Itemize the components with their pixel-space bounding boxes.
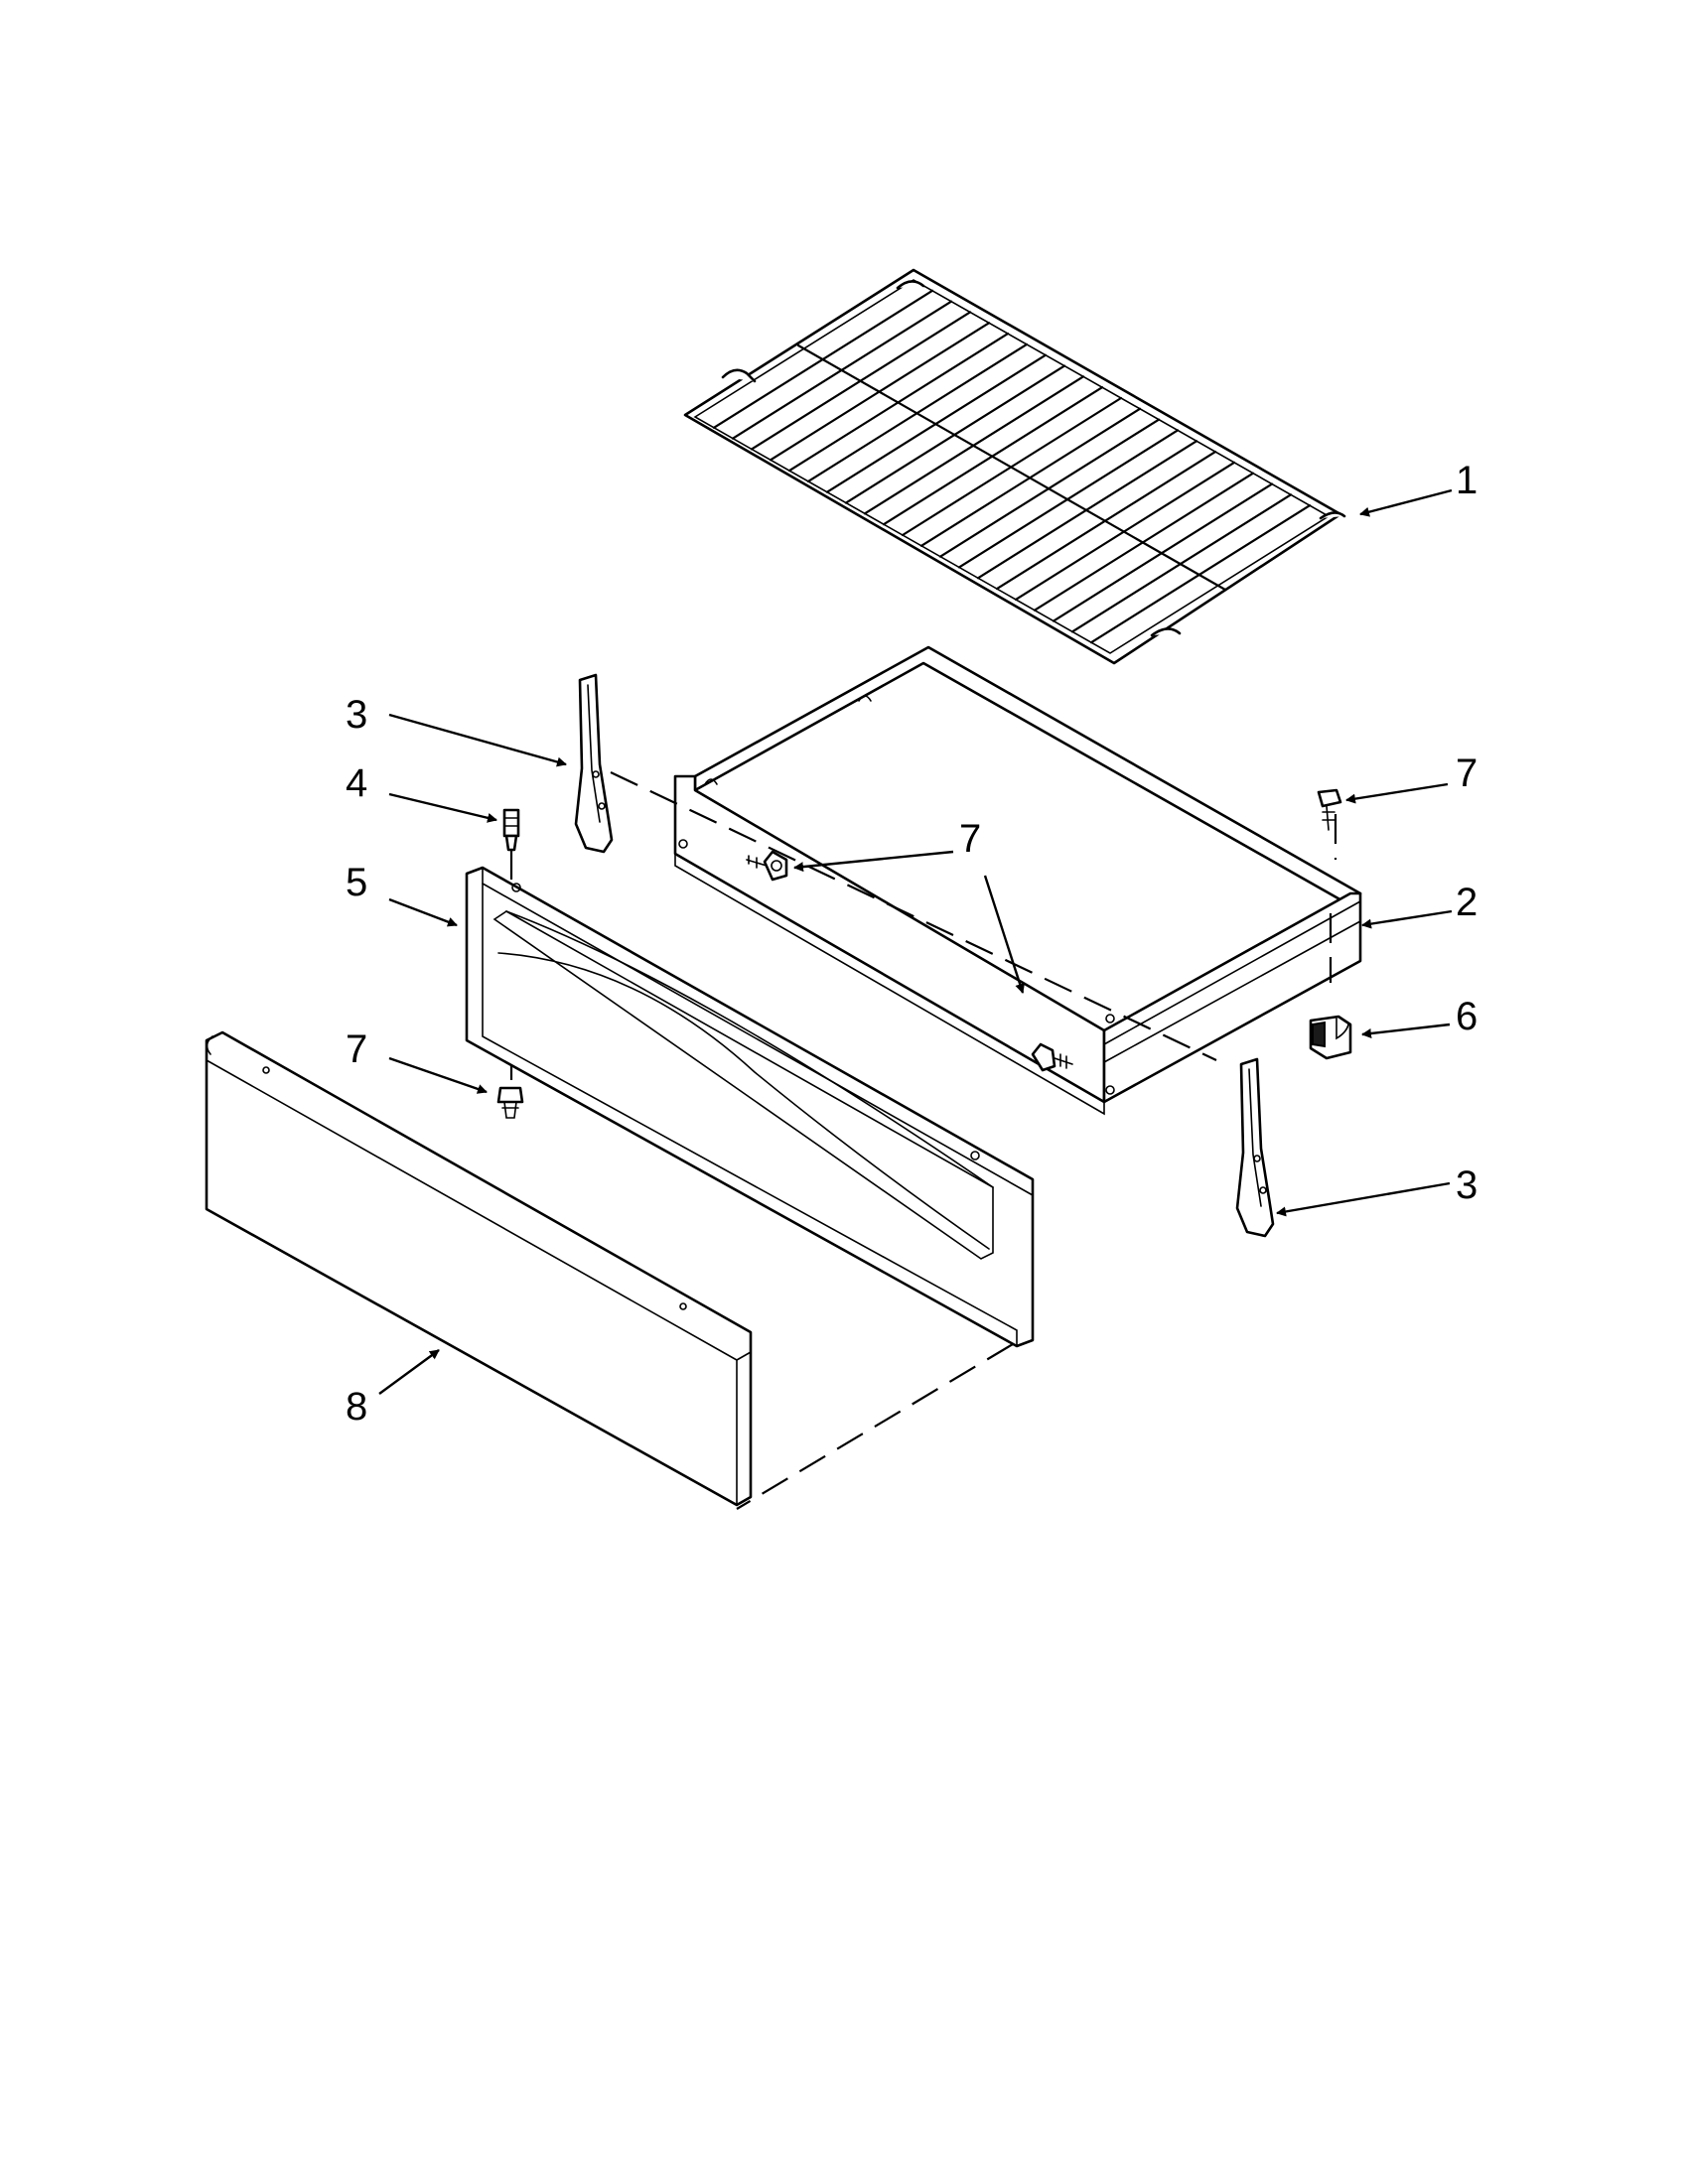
drawer-slide-left	[574, 673, 614, 854]
drawer-slide-right	[1235, 1057, 1275, 1238]
callout-2: 2	[1456, 881, 1477, 924]
drawer-tab-left	[704, 778, 718, 785]
callout-7-left: 7	[346, 1027, 367, 1071]
rack-stop-top	[896, 280, 925, 290]
rack-stop-bottom	[1150, 627, 1182, 637]
leader-lines	[378, 488, 1453, 1395]
pin	[502, 808, 520, 852]
screw-drawer-left	[746, 850, 788, 882]
rack-wire	[1033, 472, 1255, 612]
screw-top-right	[1317, 788, 1342, 831]
rack-wire	[1052, 482, 1274, 622]
rack-wire	[1014, 461, 1236, 602]
callout-3-left: 3	[346, 693, 367, 737]
callout-1: 1	[1456, 459, 1477, 502]
rack-wire	[1089, 504, 1312, 644]
callout-4: 4	[346, 761, 367, 805]
callout-3-right: 3	[1456, 1163, 1477, 1207]
outer-drawer-front	[205, 1030, 753, 1507]
rack-center-bar	[796, 343, 1227, 592]
callout-7-center: 7	[959, 817, 981, 861]
drawer-tab-rear	[858, 695, 872, 702]
screw-drawer-right	[1031, 1042, 1073, 1072]
callout-8: 8	[346, 1385, 367, 1429]
drawer-front-panel	[465, 866, 1035, 1348]
screw-front-panel	[496, 1086, 524, 1119]
rack-stop-right	[1319, 511, 1346, 520]
callout-7-top-right: 7	[1456, 751, 1477, 795]
callout-6: 6	[1456, 995, 1477, 1038]
rack-stop-left	[721, 368, 757, 383]
rack-wire	[1070, 493, 1293, 633]
oven-rack	[683, 268, 1346, 665]
drawer-clip	[1309, 1015, 1352, 1060]
callout-5: 5	[346, 861, 367, 904]
